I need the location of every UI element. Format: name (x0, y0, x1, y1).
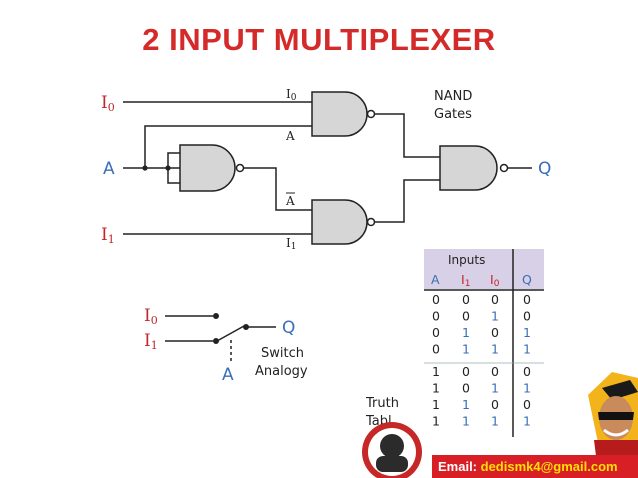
truth-table-cell: 0 (491, 364, 499, 379)
truth-table-cell: 0 (491, 325, 499, 340)
truth-table-cell: 1 (462, 414, 470, 429)
nand-label-line1: NAND (434, 89, 472, 104)
input-i1-label: I1 (101, 225, 115, 246)
switch-contact-i1 (213, 338, 219, 344)
nand-gate-output (439, 145, 509, 191)
switch-wires (165, 315, 276, 362)
truth-table-cell: 1 (523, 342, 531, 357)
page-title: 2 INPUT MULTIPLEXER (142, 22, 496, 57)
switch-caption-line2: Analogy (255, 364, 308, 379)
circuit-wires (123, 101, 532, 235)
gate-input-a-label: A (285, 129, 295, 143)
nand-label-line2: Gates (434, 107, 472, 122)
truth-table-cell: 0 (523, 309, 531, 324)
truth-table-col-header: I1 (461, 272, 470, 289)
truth-table-cell: 0 (491, 397, 499, 412)
truth-caption-line1: Truth (365, 396, 399, 411)
truth-table-cell: 1 (523, 414, 531, 429)
switch-contact-i0 (213, 313, 219, 319)
junction-dot (142, 165, 148, 171)
truth-table-cell: 0 (523, 397, 531, 412)
truth-table-cell: 0 (462, 381, 470, 396)
truth-table-col-header: Q (522, 272, 532, 287)
output-q-label: Q (538, 159, 551, 179)
truth-table-cell: 0 (491, 292, 499, 307)
input-a-label: A (103, 159, 115, 179)
truth-table-cell: 1 (462, 342, 470, 357)
truth-table-cell: 1 (491, 309, 499, 324)
truth-table-cell: 0 (462, 364, 470, 379)
truth-table-cell: 1 (432, 397, 440, 412)
mascot-illustration-right (588, 372, 638, 456)
truth-table-cell: 1 (523, 325, 531, 340)
switch-q-label: Q (282, 318, 295, 338)
truth-table-col-header: A (431, 272, 440, 287)
truth-table-cell: 1 (491, 381, 499, 396)
truth-table-col-header: I0 (490, 272, 500, 289)
gate-input-i0-label: I0 (286, 87, 297, 103)
switch-caption-line1: Switch (261, 346, 304, 361)
truth-table-header-bg (424, 249, 544, 289)
truth-table-cell: 0 (432, 342, 440, 357)
truth-table-cell: 1 (491, 414, 499, 429)
truth-table-column-headers: A I1 I0 Q (431, 272, 532, 289)
nand-gate-bottom (311, 199, 376, 245)
switch-i1-label: I1 (144, 331, 158, 352)
truth-table-cell: 1 (491, 342, 499, 357)
switch-a-label: A (222, 365, 234, 385)
truth-table-cell: 1 (432, 414, 440, 429)
truth-table-cell: 0 (432, 309, 440, 324)
truth-table-cell: 1 (462, 325, 470, 340)
gate-input-i1-label: I1 (286, 236, 296, 252)
email-address: dedismk4@gmail.com (480, 459, 618, 474)
junction-dot (165, 165, 171, 171)
truth-table-cell: 1 (523, 381, 531, 396)
truth-table-cell: 0 (523, 292, 531, 307)
truth-table-cell: 1 (432, 364, 440, 379)
truth-table-cell: 0 (432, 292, 440, 307)
truth-table-cell: 0 (462, 292, 470, 307)
truth-table-cell: 0 (462, 309, 470, 324)
nand-gate-top (311, 91, 376, 137)
mascot-logo-bottom-left (362, 422, 422, 478)
nand-gate-inverter (179, 144, 245, 192)
truth-table-header: Inputs (448, 253, 485, 267)
switch-i0-label: I0 (144, 306, 158, 327)
gate-input-abar-label: A (285, 194, 295, 208)
truth-table-cell: 0 (432, 325, 440, 340)
email-footer: Email: dedismk4@gmail.com (432, 455, 638, 478)
input-i0-label: I0 (101, 93, 115, 114)
switch-pivot (243, 324, 249, 330)
email-label: Email: (438, 459, 478, 474)
truth-table-cell: 1 (462, 397, 470, 412)
truth-table-cell: 0 (523, 364, 531, 379)
truth-table-cell: 1 (432, 381, 440, 396)
